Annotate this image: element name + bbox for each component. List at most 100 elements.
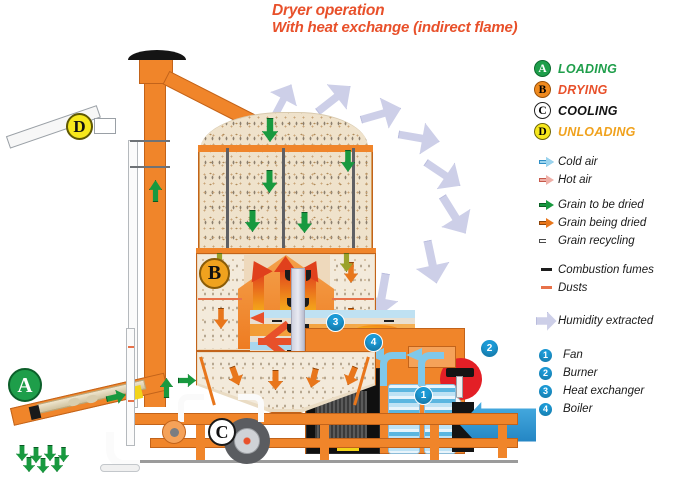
- chassis-leg-2: [320, 425, 329, 460]
- legend-hot-air-label: Hot air: [558, 173, 592, 186]
- hot-air-arrow-mid: [280, 268, 291, 330]
- legend-component-burner: 2 Burner: [534, 364, 680, 382]
- page-title: Dryer operation With heat exchange (indi…: [272, 2, 612, 36]
- chassis-leg-1: [196, 425, 205, 460]
- legend-humidity-extracted: Humidity extracted: [534, 308, 680, 334]
- arrow-right-icon-grain-drying: [534, 217, 558, 228]
- hot-air-arrow-right: [305, 272, 316, 330]
- grain-arrow-base-feed: [178, 374, 196, 387]
- legend-dusts-label: Dusts: [558, 281, 588, 294]
- humidity-arrow-4: [396, 119, 443, 158]
- arrow-right-icon-grain-dry: [534, 199, 558, 210]
- legend-component-burner-label: Burner: [563, 367, 598, 379]
- dryer-top-rail: [198, 145, 373, 152]
- grain-cluster: [16, 445, 70, 473]
- legend-cold-air: Cold air: [534, 153, 680, 170]
- chassis-leg-4: [498, 425, 507, 458]
- legend: A LOADING B DRYING C COOLING D UNLOADING: [534, 58, 680, 418]
- dryer-post-left: [226, 148, 229, 252]
- marker-b-label: B: [207, 262, 222, 284]
- arrow-right-icon-cold-air: [534, 156, 558, 167]
- burner-nozzle: [446, 368, 474, 377]
- legend-phase-cooling-label: COOLING: [558, 103, 618, 118]
- legend-number-4: 4: [539, 402, 552, 416]
- legend-grain-being-dried: Grain being dried: [534, 214, 680, 231]
- return-pipe-foot: [100, 464, 140, 472]
- dust-line-right: [332, 298, 374, 300]
- legend-component-boiler: 4 Boiler: [534, 400, 680, 418]
- dust-line-left: [198, 298, 242, 300]
- callout-3-label: 3: [332, 317, 339, 328]
- legend-component-boiler-label: Boiler: [563, 403, 593, 415]
- hot-air-arrow-left: [253, 272, 264, 330]
- dash-icon-dusts: [534, 286, 558, 289]
- elevator-tower: [144, 62, 166, 407]
- legend-phase-drying: B DRYING: [534, 79, 680, 100]
- legend-component-fan-label: Fan: [563, 349, 583, 361]
- marker-c: C: [208, 418, 236, 446]
- legend-phase-unloading-label: UNLOADING: [558, 124, 636, 139]
- callout-4-boiler: 4: [364, 333, 383, 352]
- legend-component-heat-exchanger: 3 Heat exchanger: [534, 382, 680, 400]
- grain-pile: [200, 112, 368, 150]
- trailer-wheel-hub: [234, 428, 260, 454]
- callout-1-fan: 1: [414, 386, 433, 405]
- unloading-spout: [5, 105, 138, 168]
- dryer-post-mid: [282, 148, 285, 252]
- pipe-dust-mark-1: [128, 346, 134, 348]
- humidity-arrow-5: [417, 149, 470, 199]
- marker-a-label: A: [17, 372, 33, 397]
- legend-number-1: 1: [539, 348, 552, 362]
- callout-1-label: 1: [420, 390, 427, 401]
- legend-combustion-fumes-label: Combustion fumes: [558, 263, 654, 276]
- chassis-beam-lower: [150, 438, 518, 448]
- humidity-arrow-6: [428, 187, 480, 242]
- fan-suction-arrow-left: [380, 352, 406, 386]
- legend-grain-to-be-dried-label: Grain to be dried: [558, 198, 644, 211]
- title-line-1: Dryer operation: [272, 2, 385, 19]
- callout-2-label: 2: [486, 343, 493, 354]
- legend-hot-air: Hot air: [534, 171, 680, 188]
- auger-drive-hub: [170, 428, 179, 437]
- callout-2-burner: 2: [480, 339, 499, 358]
- arrow-right-icon-grain-recycle: [534, 235, 558, 246]
- legend-phase-loading: A LOADING: [534, 58, 680, 79]
- dryer-mid-rail: [196, 248, 376, 255]
- marker-c-label: C: [215, 421, 229, 442]
- humidity-arrow-3: [356, 93, 405, 135]
- marker-a: A: [8, 368, 42, 402]
- legend-component-heat-exchanger-label: Heat exchanger: [563, 385, 645, 397]
- callout-3-heat-exchanger: 3: [326, 313, 345, 332]
- marker-d-label: D: [73, 116, 86, 136]
- title-line-2: With heat exchange (indirect flame): [272, 19, 518, 36]
- burner-stem: [456, 376, 463, 398]
- legend-grain-to-be-dried: Grain to be dried: [534, 196, 680, 213]
- legend-phase-drying-label: DRYING: [558, 82, 608, 97]
- legend-badge-a: A: [534, 60, 551, 77]
- return-pipe-curve: [106, 432, 140, 468]
- legend-grain-recycling: Grain recycling: [534, 232, 680, 249]
- callout-4-label: 4: [370, 337, 377, 348]
- dryer-post-right: [352, 148, 355, 252]
- legend-badge-b: B: [534, 81, 551, 98]
- dash-icon-fumes: [534, 268, 558, 271]
- marker-d: D: [66, 113, 93, 140]
- legend-grain-being-dried-label: Grain being dried: [558, 216, 647, 229]
- puff-arrow-icon-humidity: [534, 311, 558, 331]
- legend-number-3: 3: [539, 384, 552, 398]
- arrow-right-icon-hot-air: [534, 174, 558, 185]
- humidity-arrow-7: [411, 237, 453, 287]
- legend-combustion-fumes: Combustion fumes: [534, 261, 680, 278]
- pipe-dust-mark-2: [128, 400, 134, 402]
- marker-b: B: [199, 258, 230, 289]
- cooling-duct-left: [178, 394, 204, 422]
- elevator-cap: [128, 50, 186, 60]
- legend-phase-loading-label: LOADING: [558, 61, 618, 76]
- legend-phase-cooling: C COOLING: [534, 100, 680, 121]
- fan-suction-arrow-right: [418, 352, 444, 386]
- chassis-leg-3: [430, 425, 439, 460]
- legend-phase-unloading: D UNLOADING: [534, 121, 680, 142]
- cooling-duct-right: [238, 394, 264, 422]
- legend-number-2: 2: [539, 366, 552, 380]
